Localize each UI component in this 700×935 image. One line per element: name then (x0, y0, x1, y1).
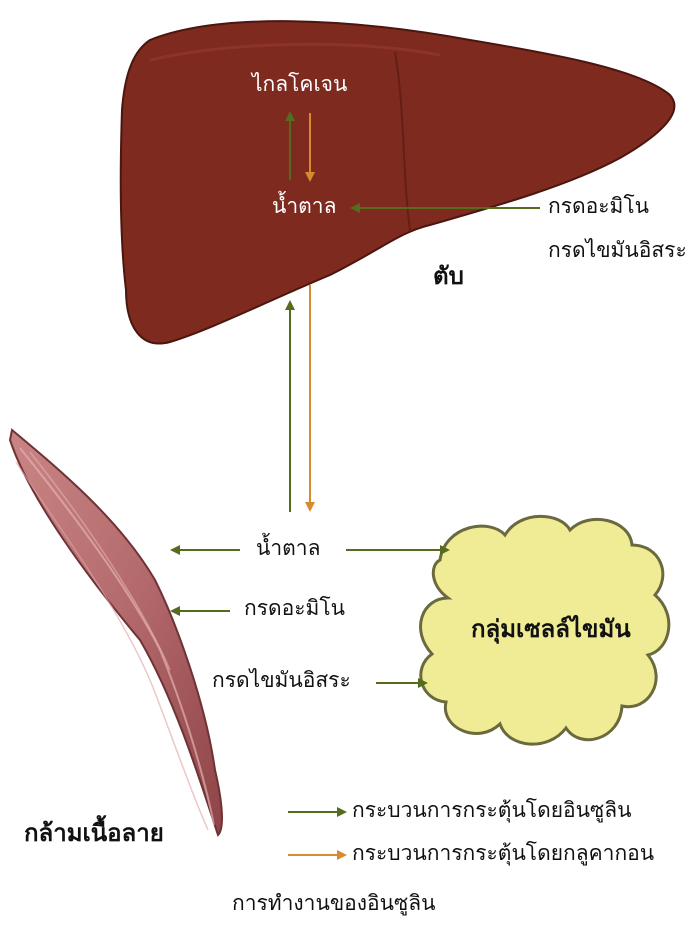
liver-input-fatty-label: กรดไขมันอิสระ (548, 240, 687, 261)
glycogen-label: ไกลโคเจน (252, 74, 347, 95)
figure-caption: การทำงานของอินซูลิน (232, 893, 436, 914)
liver-sugar-label: น้ำตาล (272, 196, 336, 217)
legend-glucagon-label: กระบวนการกระตุ้นโดยกลูคากอน (352, 843, 654, 864)
sugar-label: น้ำตาล (256, 538, 320, 559)
liver-name: ตับ (433, 264, 464, 288)
amino-label: กรดอะมิโน (244, 598, 345, 619)
liver-input-amino-label: กรดอะมิโน (548, 196, 649, 217)
muscle-illustration (10, 430, 222, 835)
fat-cells-name: กลุ่มเซลล์ไขมัน (471, 617, 631, 641)
legend-insulin-label: กระบวนการกระตุ้นโดยอินซูลิน (352, 800, 631, 821)
liver-illustration (121, 21, 675, 343)
muscle-name: กล้ามเนื้อลาย (24, 821, 164, 845)
fatty-label: กรดไขมันอิสระ (212, 670, 351, 691)
